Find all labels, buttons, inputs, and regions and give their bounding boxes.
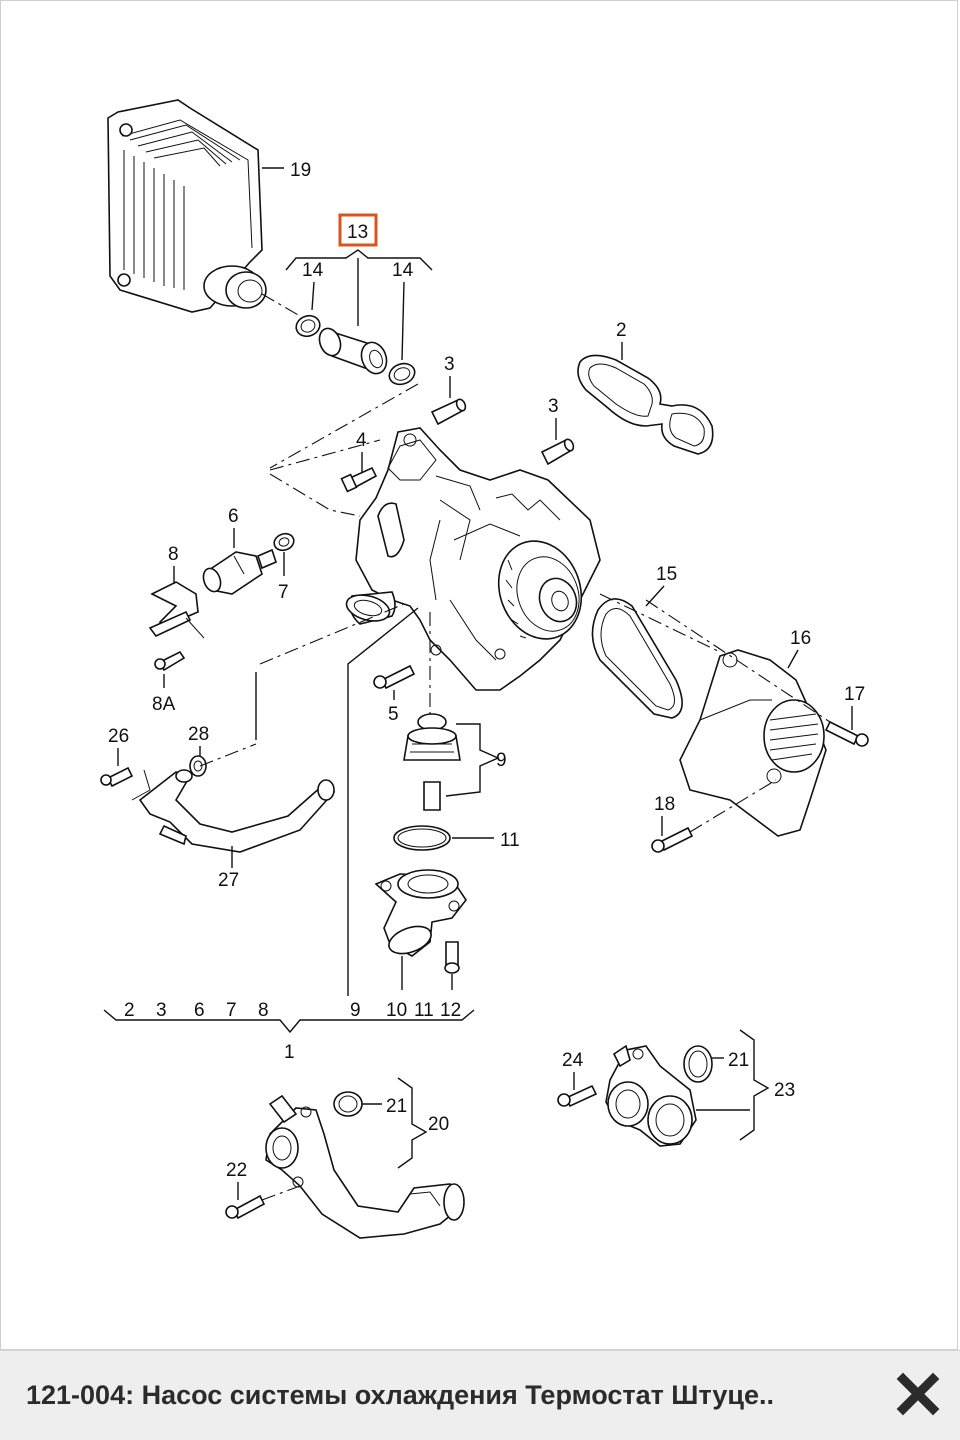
callout-16: 16 bbox=[790, 628, 811, 649]
callout-11: 11 bbox=[500, 830, 520, 851]
callout-14-right: 14 bbox=[392, 260, 414, 281]
callout-21-right: 21 bbox=[728, 1050, 749, 1071]
callout-15: 15 bbox=[656, 564, 677, 585]
drive-belt-15[interactable] bbox=[591, 598, 683, 719]
callout-6: 6 bbox=[228, 506, 239, 527]
callout-7: 7 bbox=[278, 582, 289, 603]
thermostat-housing-10[interactable] bbox=[374, 869, 467, 959]
callout-bottom-6: 6 bbox=[194, 1000, 205, 1021]
bolt-5[interactable] bbox=[373, 664, 416, 690]
callout-8a: 8A bbox=[152, 694, 176, 715]
bolt-8a[interactable] bbox=[154, 650, 186, 672]
temperature-sensor-6[interactable] bbox=[200, 548, 277, 595]
o-ring-21-right[interactable] bbox=[683, 1045, 713, 1083]
coolant-flange-23[interactable] bbox=[605, 1044, 697, 1147]
bolt-26[interactable] bbox=[100, 766, 134, 788]
callout-24: 24 bbox=[562, 1050, 584, 1071]
callout-1: 1 bbox=[284, 1042, 295, 1063]
callout-2: 2 bbox=[616, 320, 627, 341]
callout-14-left: 14 bbox=[302, 260, 324, 281]
callout-26: 26 bbox=[108, 726, 129, 747]
callout-9: 9 bbox=[496, 750, 507, 771]
callout-19: 19 bbox=[290, 160, 311, 181]
callout-bottom-7: 7 bbox=[226, 1000, 237, 1021]
callout-23: 23 bbox=[774, 1080, 795, 1101]
o-ring-21-left[interactable] bbox=[333, 1091, 363, 1117]
o-ring-14-left[interactable] bbox=[293, 312, 322, 339]
o-ring-11[interactable] bbox=[393, 825, 451, 851]
connector-sleeve-13[interactable] bbox=[316, 325, 391, 377]
callout-bottom-2: 2 bbox=[124, 1000, 135, 1021]
callout-22: 22 bbox=[226, 1160, 247, 1181]
bolt-17[interactable] bbox=[824, 720, 869, 747]
water-pump-housing-1[interactable] bbox=[344, 427, 601, 691]
callout-8: 8 bbox=[168, 544, 179, 565]
callout-bottom-12: 12 bbox=[440, 1000, 461, 1021]
parts-diagram: 19 13 14 14 2 3 3 bbox=[100, 99, 869, 1239]
close-button[interactable] bbox=[892, 1368, 944, 1420]
part-13-highlight[interactable]: 13 bbox=[338, 213, 378, 247]
callout-4: 4 bbox=[356, 430, 367, 451]
bolt-12[interactable] bbox=[444, 941, 460, 974]
bolt-22[interactable] bbox=[225, 1194, 266, 1220]
bolt-18[interactable] bbox=[651, 826, 694, 853]
callout-3-upper: 3 bbox=[444, 354, 455, 375]
caption-title: 121-004: Насос системы охлаждения Термос… bbox=[26, 1380, 774, 1410]
o-ring-28[interactable] bbox=[189, 755, 207, 777]
thermostat-insert-9[interactable] bbox=[403, 713, 461, 811]
o-ring-14-right[interactable] bbox=[386, 360, 417, 388]
callout-17: 17 bbox=[844, 684, 865, 705]
coolant-pipe-27[interactable] bbox=[131, 769, 336, 853]
dowel-pin-3-lower[interactable] bbox=[540, 438, 575, 466]
retaining-clip-8[interactable] bbox=[148, 581, 199, 638]
callout-27: 27 bbox=[218, 870, 239, 891]
dowel-pin-3-upper[interactable] bbox=[430, 398, 467, 426]
close-icon bbox=[896, 1372, 940, 1416]
o-ring-7[interactable] bbox=[272, 531, 296, 553]
callout-18: 18 bbox=[654, 794, 675, 815]
callout-21-left: 21 bbox=[386, 1096, 407, 1117]
callout-bottom-8: 8 bbox=[258, 1000, 269, 1021]
callout-28: 28 bbox=[188, 724, 209, 745]
gasket-2[interactable] bbox=[577, 354, 714, 455]
callout-5: 5 bbox=[388, 704, 399, 725]
coolant-pipe-20[interactable] bbox=[265, 1094, 465, 1239]
caption-bar: 121-004: Насос системы охлаждения Термос… bbox=[0, 1350, 960, 1440]
callout-bottom-9: 9 bbox=[350, 1000, 361, 1021]
callout-20: 20 bbox=[428, 1114, 449, 1135]
bolt-24[interactable] bbox=[557, 1084, 598, 1108]
callout-3-lower: 3 bbox=[548, 396, 559, 417]
oil-cooler[interactable]: 19 bbox=[107, 99, 311, 313]
callout-bottom-11: 11 bbox=[414, 1000, 434, 1021]
callout-bottom-3: 3 bbox=[156, 1000, 167, 1021]
callout-13: 13 bbox=[347, 222, 368, 243]
bolt-4[interactable] bbox=[340, 466, 378, 493]
callout-bottom-10: 10 bbox=[386, 1000, 407, 1021]
pump-cover-16[interactable] bbox=[679, 649, 827, 837]
